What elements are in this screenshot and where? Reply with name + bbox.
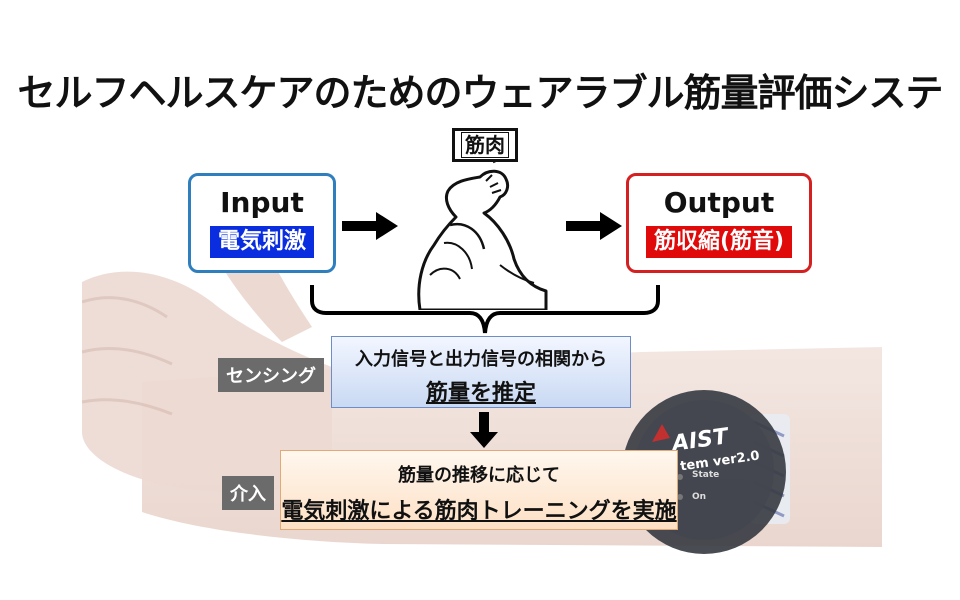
device-on-label: On xyxy=(692,492,707,502)
output-tag: 筋収縮(筋音) xyxy=(645,226,793,258)
output-box: Output 筋収縮(筋音) xyxy=(626,173,812,273)
intervention-line1: 筋量の推移に応じて xyxy=(398,465,560,486)
flexed-arm-icon xyxy=(417,169,548,310)
connector-brace xyxy=(310,285,660,334)
output-heading: Output xyxy=(663,186,775,219)
down-arrow-icon xyxy=(470,412,498,448)
sensing-label: センシング xyxy=(218,358,324,392)
input-tag: 電気刺激 xyxy=(209,226,314,258)
intervention-label: 介入 xyxy=(222,476,274,510)
device-state-label: State xyxy=(692,470,720,480)
muscle-label: 筋肉 xyxy=(461,132,509,158)
input-heading: Input xyxy=(220,186,304,219)
muscle-label-box: 筋肉 xyxy=(452,128,518,162)
sensing-line2: 筋量を推定 xyxy=(425,381,536,406)
input-box: Input 電気刺激 xyxy=(188,173,336,273)
right-arrow-icon xyxy=(566,212,622,240)
intervention-line2: 電気刺激による筋肉トレーニングを実施 xyxy=(281,499,677,524)
right-arrow-icon xyxy=(342,212,398,240)
intervention-box: 筋量の推移に応じて 電気刺激による筋肉トレーニングを実施 xyxy=(280,450,678,530)
sensing-box: 入力信号と出力信号の相関から 筋量を推定 xyxy=(331,336,631,408)
sensing-line1: 入力信号と出力信号の相関から xyxy=(355,349,607,370)
